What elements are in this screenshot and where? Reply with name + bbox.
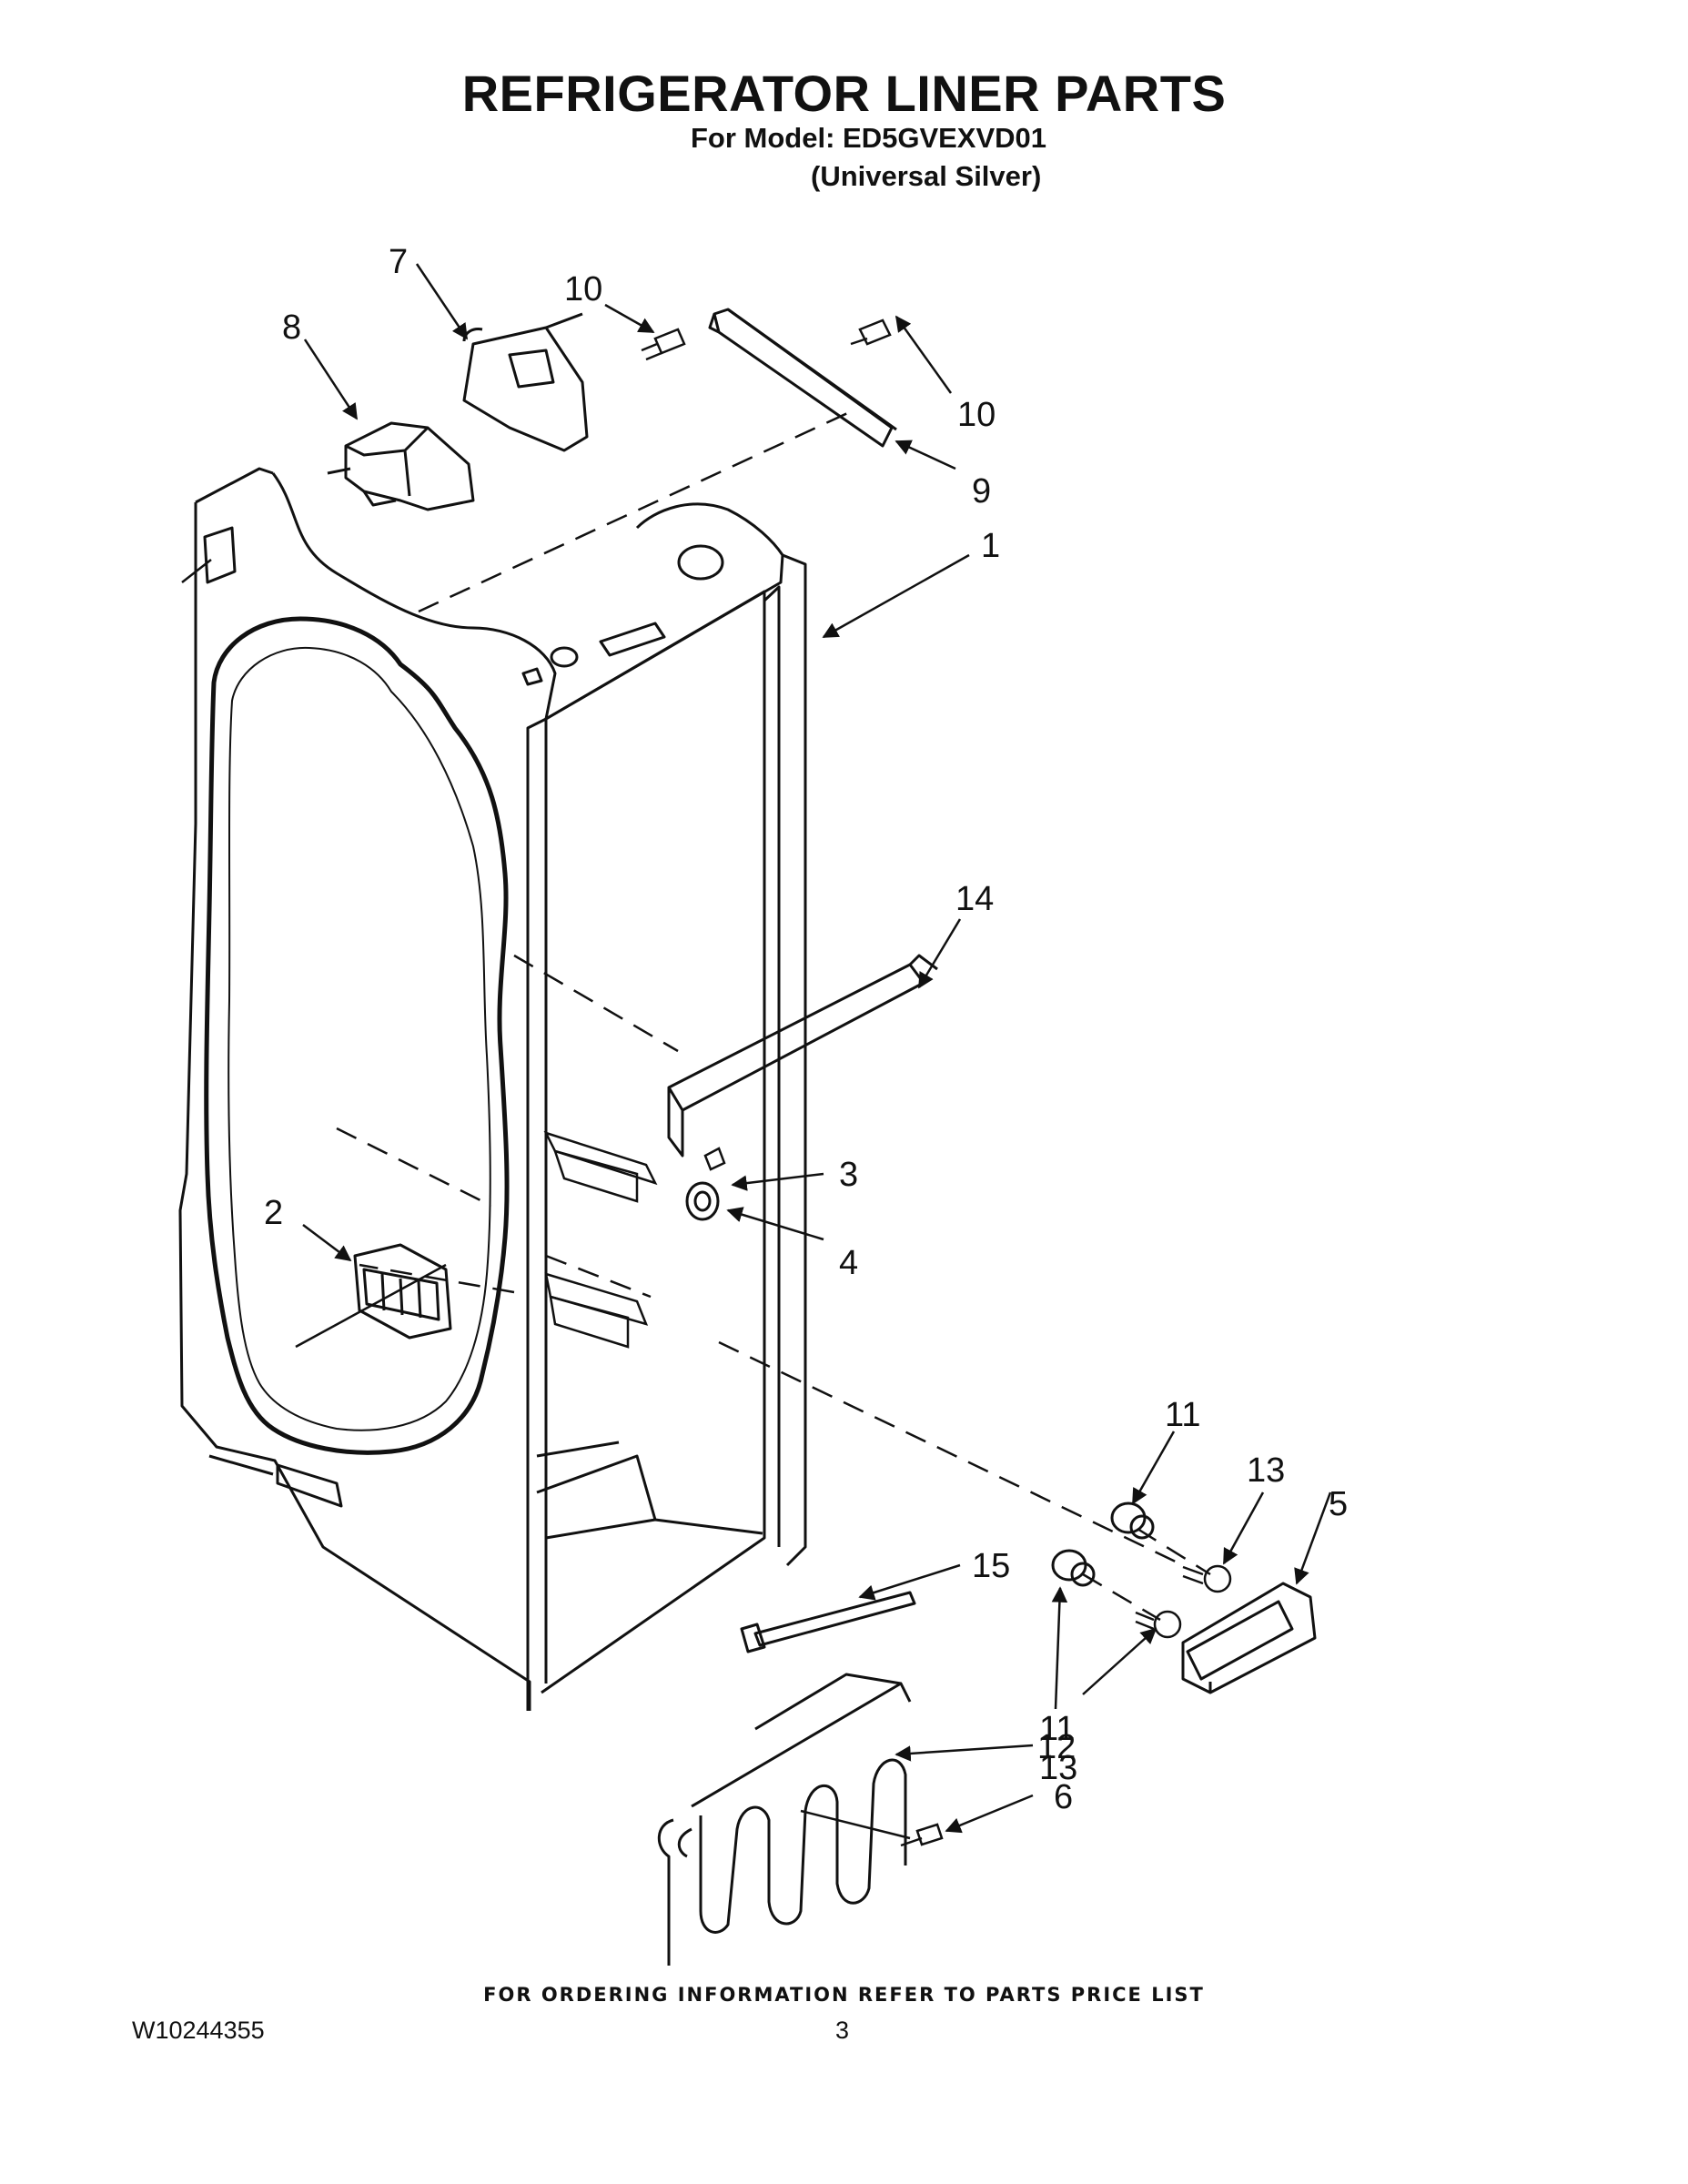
assembly-guide-lines: [336, 408, 1211, 1622]
liner-cutaway-outline: [204, 616, 510, 1455]
page-number: 3: [835, 2017, 850, 2044]
callout-6: 6: [1054, 1778, 1073, 1816]
part-9-rail: [708, 308, 897, 448]
callout-10-right: 10: [957, 396, 996, 434]
refrigerator-liner: [178, 467, 807, 1711]
part-14-cover: [667, 954, 938, 1158]
part-3-clip: [703, 1147, 726, 1171]
callout-10-upper-left: 10: [564, 270, 602, 308]
part-11-bushing-lower: [1051, 1549, 1096, 1587]
part-4-knob: [685, 1181, 720, 1221]
callout-7: 7: [389, 243, 408, 281]
part-11-bushing-upper: [1110, 1502, 1155, 1540]
callout-2: 2: [264, 1194, 283, 1232]
part-13-pin-upper: [1182, 1564, 1232, 1593]
ordering-info-note: FOR ORDERING INFORMATION REFER TO PARTS …: [483, 1984, 1205, 2006]
part-12-heater-coil: [657, 1673, 912, 1966]
part-2-vent: [353, 1243, 452, 1340]
model-variant-line: (Universal Silver): [811, 160, 1042, 192]
part-10-screw-right: [850, 318, 892, 346]
callout-3: 3: [839, 1156, 858, 1194]
callout-12: 12: [1037, 1728, 1076, 1766]
model-number-line: For Model: ED5GVEXVD01: [691, 122, 1047, 154]
page-title: REFRIGERATOR LINER PARTS: [461, 65, 1227, 122]
callout-11-lower: 11: [1039, 1710, 1075, 1748]
callout-9: 9: [972, 472, 991, 511]
part-8-control-housing: [327, 421, 475, 511]
callout-1: 1: [981, 527, 1000, 565]
part-leader-lines: [181, 559, 911, 1840]
callout-8: 8: [282, 308, 301, 347]
liner-cutaway-inner: [227, 646, 491, 1431]
callout-arrows: [302, 263, 1332, 1834]
callout-13-lower: 13: [1039, 1749, 1077, 1787]
callout-15: 15: [972, 1547, 1010, 1585]
callout-11-upper: 11: [1165, 1396, 1200, 1434]
part-10-screw-left: [641, 328, 686, 361]
part-6-screw: [900, 1823, 944, 1847]
part-7-bracket: [462, 312, 589, 452]
callout-14: 14: [955, 880, 994, 918]
callout-13-upper: 13: [1247, 1451, 1285, 1490]
callout-4: 4: [839, 1244, 858, 1282]
document-number: W10244355: [132, 2017, 265, 2044]
part-13-pin-lower: [1135, 1610, 1182, 1639]
callout-5: 5: [1329, 1485, 1348, 1523]
shelf-rails: [543, 1130, 658, 1349]
part-15-cable-tie: [740, 1591, 916, 1653]
part-5-light-housing: [1181, 1582, 1317, 1694]
